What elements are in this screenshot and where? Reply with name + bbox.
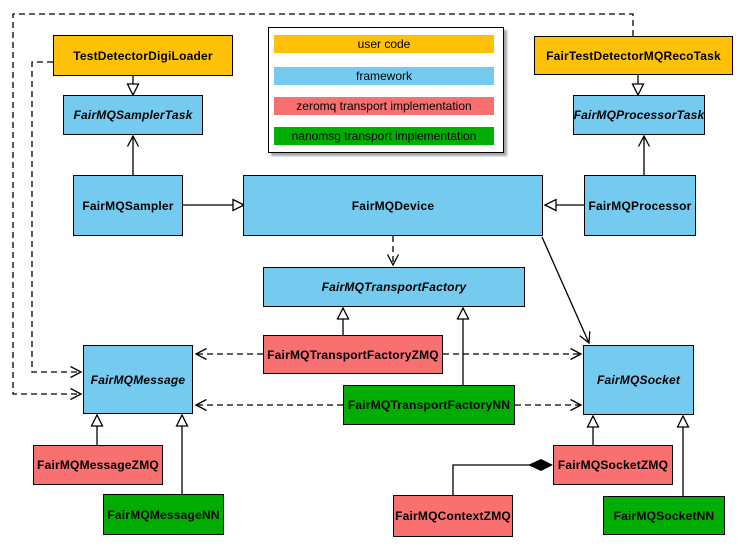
class-box-fairmqcontextzmq: FairMQContextZMQ	[393, 495, 513, 537]
class-box-fairmqtransportfactorynn: FairMQTransportFactoryNN	[343, 385, 515, 425]
class-box-fairmqmessagenn: FairMQMessageNN	[103, 494, 224, 535]
class-box-fairmqdevice: FairMQDevice	[243, 175, 543, 236]
class-box-fairmqmessagezmq: FairMQMessageZMQ	[33, 445, 163, 485]
class-box-fairmqsocketnn: FairMQSocketNN	[603, 496, 725, 535]
class-box-fairtestdetectormqrecotask: FairTestDetectorMQRecoTask	[534, 36, 733, 75]
legend-panel: user code framework zeromq transport imp…	[268, 27, 504, 153]
class-box-fairmqtransportfactory: FairMQTransportFactory	[263, 267, 525, 307]
edge-device-socket	[541, 236, 591, 345]
class-box-fairmqmessage: FairMQMessage	[83, 345, 193, 414]
edge-recotask-message	[12, 13, 634, 401]
legend-item-zeromq: zeromq transport implementation	[274, 97, 494, 115]
edge-digiloader-message	[31, 61, 83, 379]
class-box-fairmqsocket: FairMQSocket	[583, 345, 694, 415]
class-box-fairmqsocketzmq: FairMQSocketZMQ	[553, 445, 673, 485]
legend-item-user-code: user code	[274, 35, 494, 53]
class-box-fairmqtransportfactoryzmq: FairMQTransportFactoryZMQ	[263, 335, 443, 374]
class-box-testdetectordigiloader: TestDetectorDigiLoader	[53, 35, 233, 76]
legend-item-nanomsg: nanomsg transport implementation	[274, 127, 494, 145]
class-box-fairmqsamplertask: FairMQSamplerTask	[63, 95, 203, 135]
class-box-fairmqprocessor: FairMQProcessor	[584, 175, 696, 236]
class-box-fairmqsampler: FairMQSampler	[73, 175, 183, 236]
legend-item-framework: framework	[274, 67, 494, 85]
class-box-fairmqprocessortask: FairMQProcessorTask	[573, 95, 705, 135]
composition-diamond	[528, 459, 553, 471]
edge-contextzmq-socketzmq	[452, 464, 530, 495]
